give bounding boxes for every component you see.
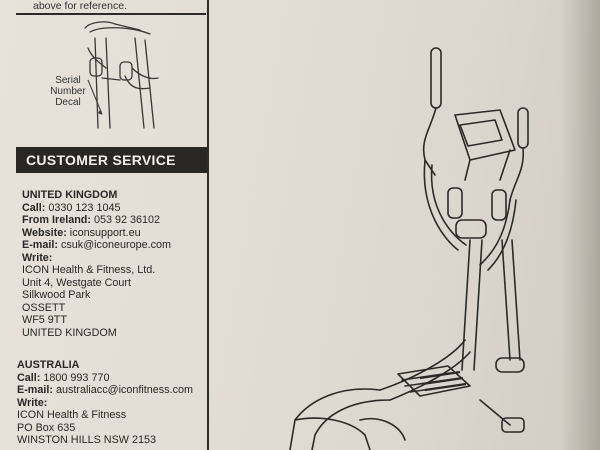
- au-call-row: Call: 1800 993 770: [17, 372, 193, 385]
- au-address-line: WINSTON HILLS NSW 2153: [17, 434, 156, 446]
- uk-ireland-row: From Ireland: 053 92 36102: [22, 214, 171, 227]
- elliptical-trainer-icon: [289, 47, 529, 450]
- email-label: E-mail:: [17, 384, 53, 396]
- customer-service-heading: CUSTOMER SERVICE: [16, 147, 207, 173]
- uk-phone: 0330 123 1045: [48, 201, 121, 214]
- uk-write-label: Write:: [22, 251, 53, 264]
- uk-address-line: ICON Health & Fitness, Ltd.: [22, 264, 156, 276]
- page-edge-shadow: [560, 0, 600, 450]
- email-label: E-mail:: [22, 239, 58, 251]
- ireland-label: From Ireland:: [22, 214, 91, 226]
- uk-website-row: Website: iconsupport.eu: [22, 227, 171, 240]
- website-label: Website:: [22, 226, 67, 239]
- au-address-line: PO Box 635: [17, 421, 76, 434]
- section-divider: [16, 13, 206, 15]
- au-email: australiacc@iconfitness.com: [56, 384, 193, 396]
- au-country: AUSTRALIA: [17, 359, 80, 371]
- au-write-label: Write:: [17, 396, 48, 409]
- call-label: Call:: [17, 371, 41, 384]
- au-address-line: ICON Health & Fitness: [17, 409, 127, 421]
- uk-address-line: Silkwood Park: [22, 289, 91, 301]
- uk-email-row: E-mail: csuk@iconeurope.com: [22, 239, 171, 252]
- uk-address-line: Unit 4, Westgate Court: [22, 276, 132, 289]
- uk-website: iconsupport.eu: [69, 226, 141, 239]
- au-phone: 1800 993 770: [43, 371, 110, 384]
- uk-country: UNITED KINGDOM: [22, 189, 118, 201]
- reference-note: above for reference.: [33, 0, 127, 12]
- ireland-phone: 053 92 36102: [94, 214, 161, 226]
- call-label: Call:: [22, 201, 46, 214]
- serial-label-line: Number: [50, 86, 86, 97]
- uk-call-row: Call: 0330 123 1045: [22, 202, 171, 215]
- serial-label-line: Serial: [55, 75, 81, 86]
- column-divider: [207, 0, 209, 450]
- serial-label-line: Decal: [55, 97, 81, 108]
- uk-email: csuk@iconeurope.com: [61, 239, 171, 251]
- au-email-row: E-mail: australiacc@iconfitness.com: [17, 384, 193, 397]
- uk-contact-block: UNITED KINGDOM Call: 0330 123 1045 From …: [22, 189, 171, 339]
- elliptical-detail-icon: [84, 21, 159, 129]
- australia-contact-block: AUSTRALIA Call: 1800 993 770 E-mail: aus…: [17, 359, 193, 447]
- uk-address-line: WF5 9TT: [22, 314, 67, 326]
- uk-address-line: OSSETT: [22, 301, 66, 314]
- uk-address-line: UNITED KINGDOM: [22, 326, 117, 339]
- serial-number-decal-label: Serial Number Decal: [44, 75, 92, 108]
